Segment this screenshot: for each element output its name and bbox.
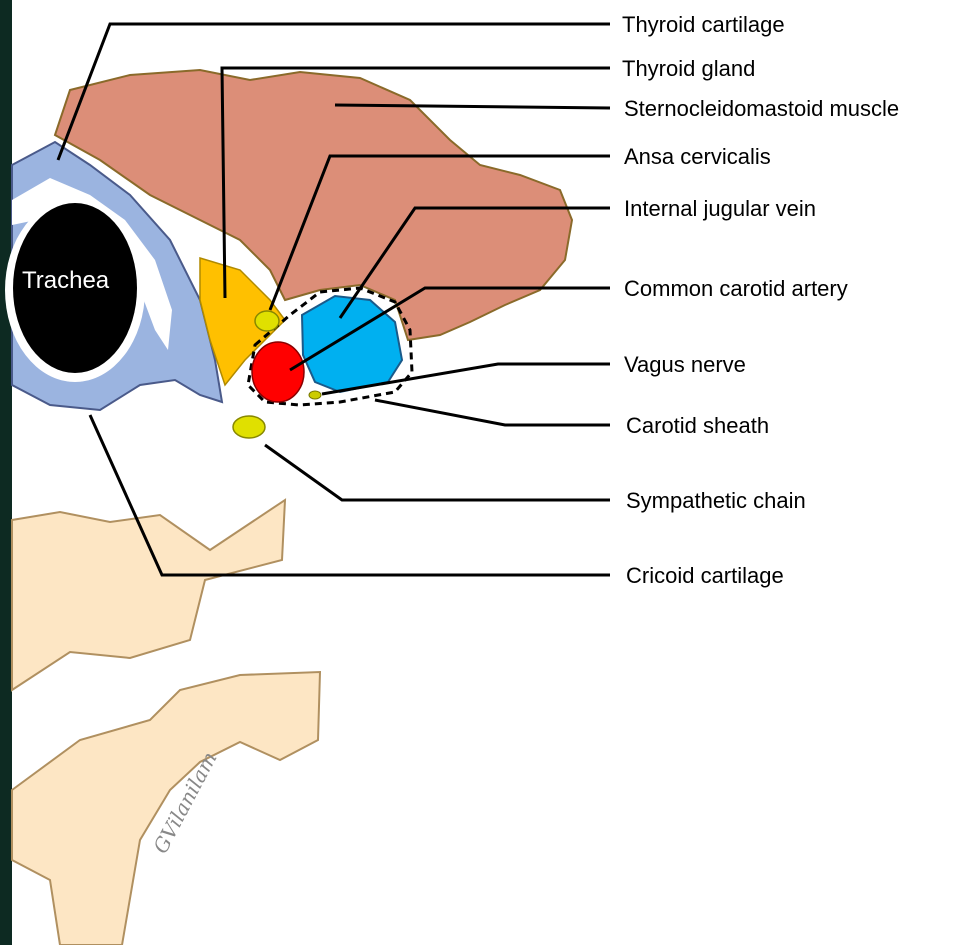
- label-internal-jugular-vein: Internal jugular vein: [624, 196, 816, 221]
- vagus-nerve-shape: [309, 391, 321, 399]
- common-carotid-artery-shape: [252, 342, 304, 402]
- label-common-carotid-artery: Common carotid artery: [624, 276, 848, 301]
- label-thyroid-gland: Thyroid gland: [622, 56, 755, 81]
- label-sympathetic-chain: Sympathetic chain: [626, 488, 806, 513]
- label-carotid-sheath: Carotid sheath: [626, 413, 769, 438]
- label-cricoid-cartilage: Cricoid cartilage: [626, 563, 784, 588]
- sympathetic-chain-shape: [233, 416, 265, 438]
- label-sternocleidomastoid-muscle: Sternocleidomastoid muscle: [624, 96, 899, 121]
- ansa-cervicalis-shape: [255, 311, 279, 331]
- label-thyroid-cartilage: Thyroid cartilage: [622, 12, 785, 37]
- label-vagus-nerve: Vagus nerve: [624, 352, 746, 377]
- trachea-label: Trachea: [22, 267, 110, 294]
- label-ansa-cervicalis: Ansa cervicalis: [624, 144, 771, 169]
